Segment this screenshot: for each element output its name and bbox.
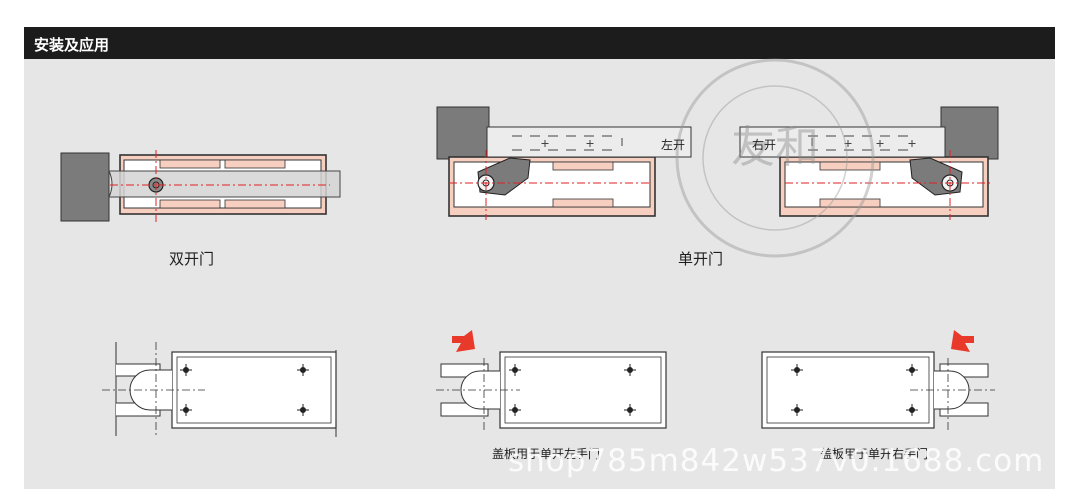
- door-leaf: [108, 170, 341, 198]
- single-door-label: 单开门: [678, 250, 724, 268]
- cover-plate-left: [436, 330, 667, 430]
- door-leaf: [739, 126, 946, 158]
- section-title: 安装及应用: [34, 36, 110, 54]
- double-door-diagram: [60, 150, 341, 222]
- cover-right-caption: 盖板用于单开右手门: [820, 447, 929, 461]
- single-door-left-diagram: [436, 106, 692, 220]
- right-open-label: 右开: [752, 138, 777, 152]
- cover-left-caption: 盖板用于单开左手门: [492, 447, 601, 461]
- company-stamp: 友和: [675, 58, 875, 258]
- double-door-label: 双开门: [169, 250, 215, 268]
- arrow-icon: [951, 330, 974, 352]
- section-header: 安装及应用: [24, 27, 1055, 59]
- door-leaf: [486, 126, 692, 158]
- cover-plate-right: [761, 330, 995, 430]
- left-open-label: 左开: [661, 138, 686, 152]
- door-frame-block: [436, 106, 490, 160]
- svg-text:友和: 友和: [731, 122, 819, 173]
- door-frame-block: [60, 152, 110, 222]
- cover-plate-double: [102, 342, 337, 437]
- watermark-text: shop785m842w537v0.1688.com: [508, 443, 1045, 479]
- arrow-icon: [452, 330, 475, 352]
- single-door-right-diagram: [739, 106, 999, 220]
